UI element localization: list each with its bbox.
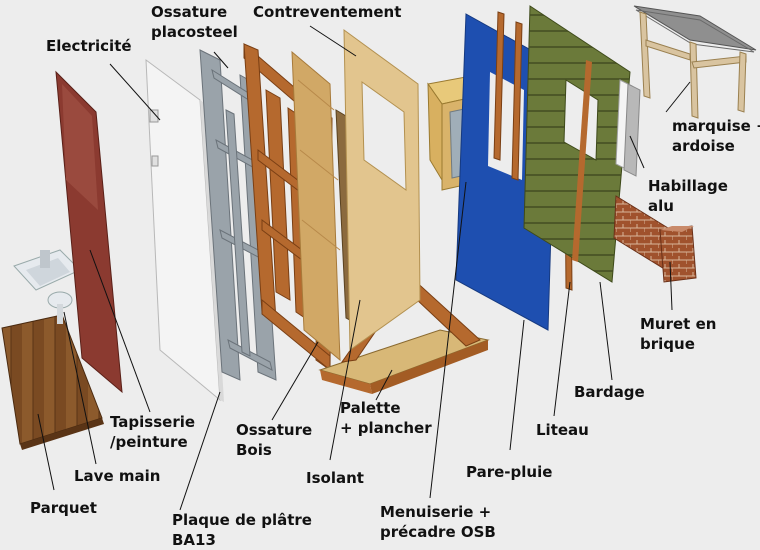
label-lave-main: Lave main	[74, 467, 161, 485]
label-pare-pluie: Pare-pluie	[466, 463, 553, 481]
label-ossature-placosteel: Ossature placosteel	[151, 3, 238, 41]
label-palette-plancher: Palette + plancher	[340, 399, 432, 437]
label-menuiserie: Menuiserie + précadre OSB	[380, 503, 496, 541]
bardage-cladding	[523, 5, 631, 283]
label-electricite: Electricité	[46, 37, 132, 55]
tapisserie-panel	[55, 70, 123, 394]
label-muret-brique: Muret en brique	[640, 315, 717, 353]
label-habillage-alu: Habillage alu	[648, 177, 728, 215]
label-contreventement: Contreventement	[253, 3, 402, 21]
label-bardage: Bardage	[574, 383, 645, 401]
muret-brique	[613, 195, 697, 283]
label-parquet: Parquet	[30, 499, 97, 517]
marquise-ardoise	[633, 5, 757, 119]
label-liteau: Liteau	[536, 421, 589, 439]
label-ossature-bois: Ossature Bois	[236, 421, 313, 459]
label-isolant: Isolant	[306, 469, 364, 487]
contreventement-panel	[343, 29, 421, 351]
label-tapisserie: Tapisserie /peinture	[110, 413, 196, 451]
habillage-alu	[615, 79, 641, 177]
lave-main-sink	[13, 249, 81, 324]
label-marquise-ardoise: marquise + ardoise	[672, 117, 760, 155]
leader-lines	[37, 25, 691, 511]
parquet-panel	[1, 314, 104, 450]
plaque-platre-panel	[145, 58, 224, 402]
label-plaque-platre: Plaque de plâtre BA13	[172, 511, 312, 549]
